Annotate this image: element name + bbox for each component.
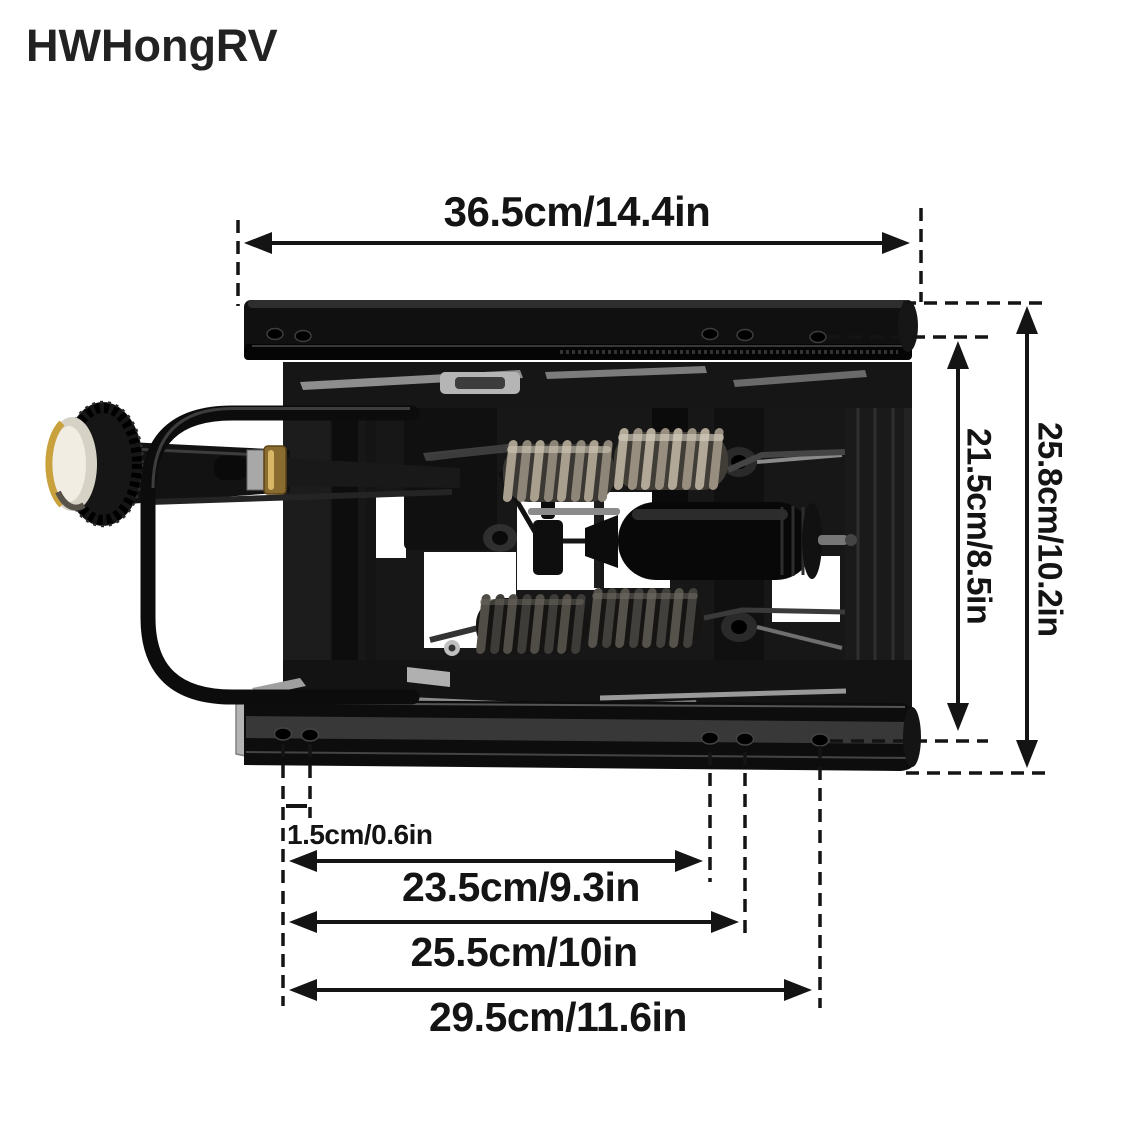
dimension-label-hole-span-mid: 25.5cm/10in bbox=[410, 929, 639, 975]
brand-logo: HWHongRV bbox=[26, 20, 278, 71]
dimension-label-rail-outer-height: 25.8cm/10.2in bbox=[1030, 422, 1069, 637]
arrow-lines bbox=[272, 241, 1029, 992]
dimension-label-rail-inner-height: 21.5cm/8.5in bbox=[959, 428, 998, 625]
suspension-springs-upper bbox=[429, 428, 846, 502]
dimension-annotations bbox=[236, 208, 1052, 1008]
extension-lines bbox=[236, 208, 1052, 1008]
arrow-heads bbox=[244, 232, 1038, 1001]
suspension-springs-lower bbox=[429, 588, 846, 654]
handle-bar bbox=[140, 405, 420, 705]
top-slide-rail bbox=[244, 300, 918, 360]
dimension-label-hole-span-outer: 29.5cm/11.6in bbox=[429, 994, 687, 1040]
shock-absorber bbox=[528, 502, 857, 580]
dimension-label-hole-pitch: 1.5cm/0.6in bbox=[287, 819, 433, 850]
seat-slider-product bbox=[45, 300, 921, 771]
bottom-slide-rail bbox=[235, 678, 921, 771]
adjustment-knob bbox=[45, 400, 460, 528]
dimension-label-hole-span-inner: 23.5cm/9.3in bbox=[402, 864, 640, 910]
dimension-label-top-width: 36.5cm/14.4in bbox=[443, 188, 711, 235]
